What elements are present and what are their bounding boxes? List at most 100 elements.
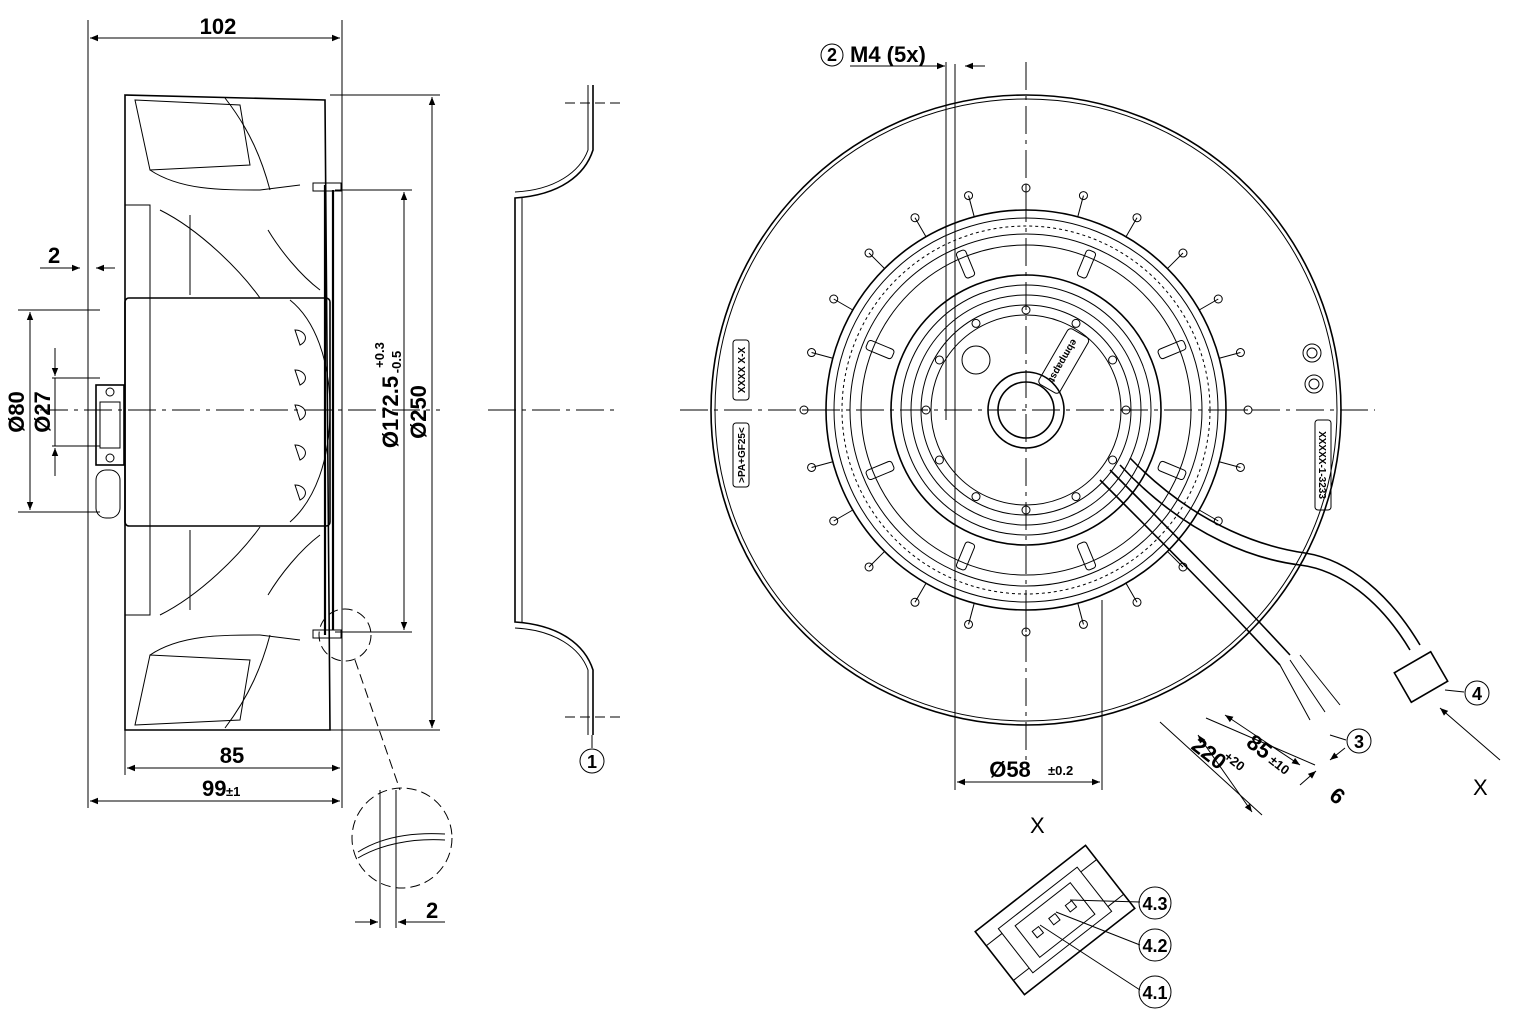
clip-stem bbox=[1125, 217, 1138, 238]
dim-d58-tol: ±0.2 bbox=[1048, 763, 1073, 778]
motor-bolt bbox=[1071, 492, 1081, 502]
motor-bolt bbox=[921, 405, 931, 415]
impeller-outline bbox=[124, 94, 331, 731]
callout-circle-3 bbox=[1346, 728, 1372, 754]
callout-circle-1 bbox=[579, 748, 605, 774]
balancing-clips bbox=[799, 183, 1253, 637]
clip-head bbox=[1235, 348, 1245, 358]
dim-d27: Ø27 bbox=[30, 391, 55, 433]
clip-head bbox=[964, 619, 974, 629]
inlet-ring-view: 1 bbox=[488, 85, 620, 774]
dim-99: 99 bbox=[202, 776, 226, 801]
dim-d172-tol-up: +0.3 bbox=[372, 342, 387, 368]
label-pa-gf25: >PA+GF25< bbox=[732, 422, 750, 488]
connector-plug bbox=[1393, 650, 1449, 704]
dim-99-tol: ±1 bbox=[226, 784, 240, 799]
dim-6: 6 bbox=[1325, 782, 1350, 809]
motor-bolt bbox=[1108, 455, 1118, 465]
dim-102: 102 bbox=[200, 14, 237, 39]
dim-d250: Ø250 bbox=[406, 385, 431, 439]
callout-circle-2 bbox=[820, 43, 844, 67]
callout-circle-4 bbox=[1464, 680, 1490, 706]
clip-stem bbox=[1198, 298, 1219, 311]
clip-stem bbox=[1167, 551, 1184, 568]
brand-label: ebmpapst bbox=[1038, 328, 1090, 394]
dim-d172: Ø172.5 bbox=[378, 376, 403, 448]
blade-mount bbox=[955, 249, 976, 279]
motor-bolt bbox=[971, 318, 981, 328]
pin-label-4-3: 4.3 bbox=[1142, 894, 1167, 914]
svg-text:XXXXX-1-3233: XXXXX-1-3233 bbox=[1316, 431, 1327, 499]
clip-head bbox=[829, 294, 839, 304]
screw-note: M4 (5x) bbox=[850, 42, 926, 67]
hub-outer bbox=[987, 371, 1065, 449]
clip-stem bbox=[914, 582, 927, 603]
callout-circle-4-1 bbox=[1138, 975, 1172, 1009]
view-marker: X bbox=[1473, 775, 1488, 800]
blade-mount bbox=[865, 339, 895, 360]
dim-d172-tol-down: -0.5 bbox=[389, 351, 404, 373]
callout-4: 4 bbox=[1472, 684, 1482, 704]
callout-2: 2 bbox=[827, 45, 837, 65]
clip-head bbox=[1132, 597, 1142, 607]
connector-housing bbox=[974, 844, 1136, 996]
dim-2: 2 bbox=[48, 243, 60, 268]
clip-head bbox=[864, 562, 874, 572]
clip-head bbox=[910, 597, 920, 607]
clip-head bbox=[1132, 213, 1142, 223]
label-serial: XXXXX-1-3233 bbox=[1314, 419, 1332, 511]
cable-gland bbox=[95, 469, 121, 519]
clip-stem bbox=[833, 298, 854, 311]
clip-head bbox=[1213, 294, 1223, 304]
blade-mount bbox=[955, 541, 976, 571]
date-stamp-1 bbox=[1302, 343, 1322, 363]
callout-circle-4-3 bbox=[1138, 886, 1172, 920]
clip-head bbox=[1078, 191, 1088, 201]
blade-mount bbox=[1157, 460, 1187, 481]
motor-ring bbox=[890, 274, 1162, 546]
inlet-ring-profile bbox=[514, 85, 594, 735]
detail-view bbox=[351, 787, 453, 889]
svg-text:XXXX X-X: XXXX X-X bbox=[737, 347, 748, 393]
clip-head bbox=[910, 213, 920, 223]
svg-text:>PA+GF25<: >PA+GF25< bbox=[737, 427, 748, 483]
side-view: 102 2 Ø80 Ø27 bbox=[4, 14, 453, 928]
pin-1 bbox=[1031, 925, 1045, 939]
clip-head bbox=[1235, 462, 1245, 472]
connector-view: X 4.3 4.2 4.1 bbox=[974, 813, 1172, 1009]
connector-view-title: X bbox=[1030, 813, 1045, 838]
clip-stem bbox=[868, 252, 885, 269]
motor-bolts bbox=[921, 305, 1131, 515]
clip-head bbox=[1178, 248, 1188, 258]
motor-opening bbox=[961, 345, 991, 375]
clip-stem bbox=[833, 509, 854, 522]
motor-bolt bbox=[1071, 318, 1081, 328]
dim-d80: Ø80 bbox=[4, 391, 29, 433]
callout-circle-4-2 bbox=[1138, 928, 1172, 962]
clip-stem bbox=[1167, 252, 1184, 269]
clip-head bbox=[964, 191, 974, 201]
pin-label-4-1: 4.1 bbox=[1142, 983, 1167, 1003]
dim-220: 220 bbox=[1187, 732, 1231, 774]
clip-head bbox=[807, 348, 817, 358]
clip-head bbox=[1021, 627, 1031, 637]
clip-head bbox=[799, 405, 809, 415]
clip-stem bbox=[868, 551, 885, 568]
blade-mount bbox=[865, 460, 895, 481]
clip-head bbox=[1021, 183, 1031, 193]
detail-marker bbox=[318, 608, 372, 662]
date-stamp-2 bbox=[1304, 374, 1324, 394]
label-xxxx-xx: XXXX X-X bbox=[732, 339, 750, 401]
motor-bolt bbox=[934, 455, 944, 465]
motor-bolt bbox=[1121, 405, 1131, 415]
cable-2 bbox=[1119, 464, 1411, 651]
pin-3 bbox=[1064, 899, 1078, 913]
detail-dim-2: 2 bbox=[426, 898, 438, 923]
motor-housing bbox=[124, 297, 331, 527]
motor-bolt bbox=[971, 492, 981, 502]
blade-mount bbox=[1076, 249, 1097, 279]
motor-bolt bbox=[1021, 505, 1031, 515]
motor-bolt bbox=[934, 355, 944, 365]
dim-d58: Ø58 bbox=[989, 757, 1031, 782]
